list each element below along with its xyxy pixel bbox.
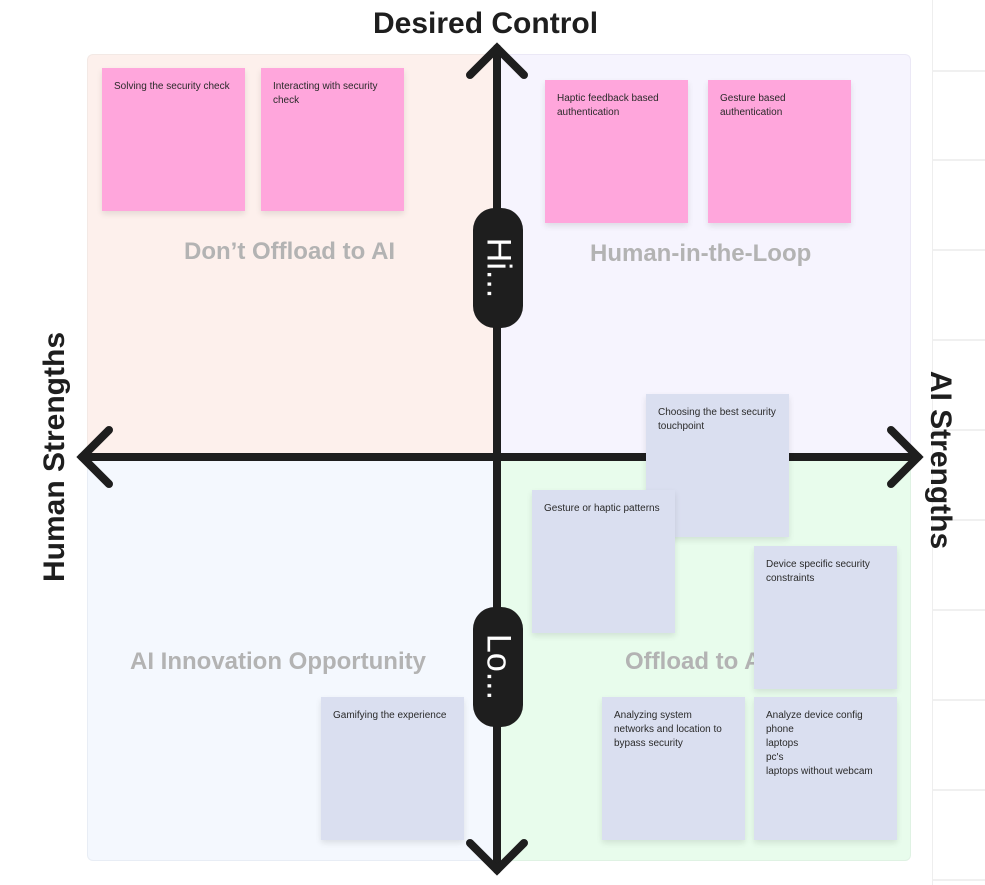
low-pill-label: Lo... [479, 633, 518, 701]
sticky-note[interactable]: Interacting with security check [261, 68, 404, 211]
axis-title-human-strengths: Human Strengths [38, 331, 71, 583]
high-pill-label: Hi... [479, 237, 518, 299]
divider [933, 429, 985, 431]
sticky-note[interactable]: Haptic feedback based authentication [545, 80, 688, 223]
divider [933, 159, 985, 161]
axis-title-desired-control: Desired Control [373, 7, 599, 40]
sticky-note[interactable]: Analyze device config phone laptops pc's… [754, 697, 897, 840]
arrow-up-icon [466, 42, 528, 79]
divider [933, 789, 985, 791]
sticky-note[interactable]: Device specific security constraints [754, 546, 897, 689]
low-pill: Lo... [473, 607, 523, 727]
quadrant-label-human-in-the-loop: Human-in-the-Loop [590, 240, 812, 267]
quadrant-label-dont-offload: Don’t Offload to AI [184, 238, 396, 265]
quadrant-label-ai-innovation: AI Innovation Opportunity [130, 648, 426, 675]
divider [933, 699, 985, 701]
arrow-right-icon [887, 426, 924, 488]
divider [933, 249, 985, 251]
divider [933, 519, 985, 521]
arrow-down-icon [466, 839, 528, 876]
right-panel-strip [932, 0, 985, 885]
sticky-note[interactable]: Gamifying the experience [321, 697, 464, 840]
axis-title-ai-strengths: AI Strengths [924, 370, 957, 550]
high-pill: Hi... [473, 208, 523, 328]
divider [933, 70, 985, 72]
quadrant-label-offload-to-ai: Offload to AI [625, 648, 769, 675]
sticky-note[interactable]: Solving the security check [102, 68, 245, 211]
sticky-note[interactable]: Analyzing system networks and location t… [602, 697, 745, 840]
divider [933, 339, 985, 341]
arrow-left-icon [76, 426, 113, 488]
sticky-note[interactable]: Gesture or haptic patterns [532, 490, 675, 633]
divider [933, 609, 985, 611]
sticky-note[interactable]: Gesture based authentication [708, 80, 851, 223]
divider [933, 879, 985, 881]
